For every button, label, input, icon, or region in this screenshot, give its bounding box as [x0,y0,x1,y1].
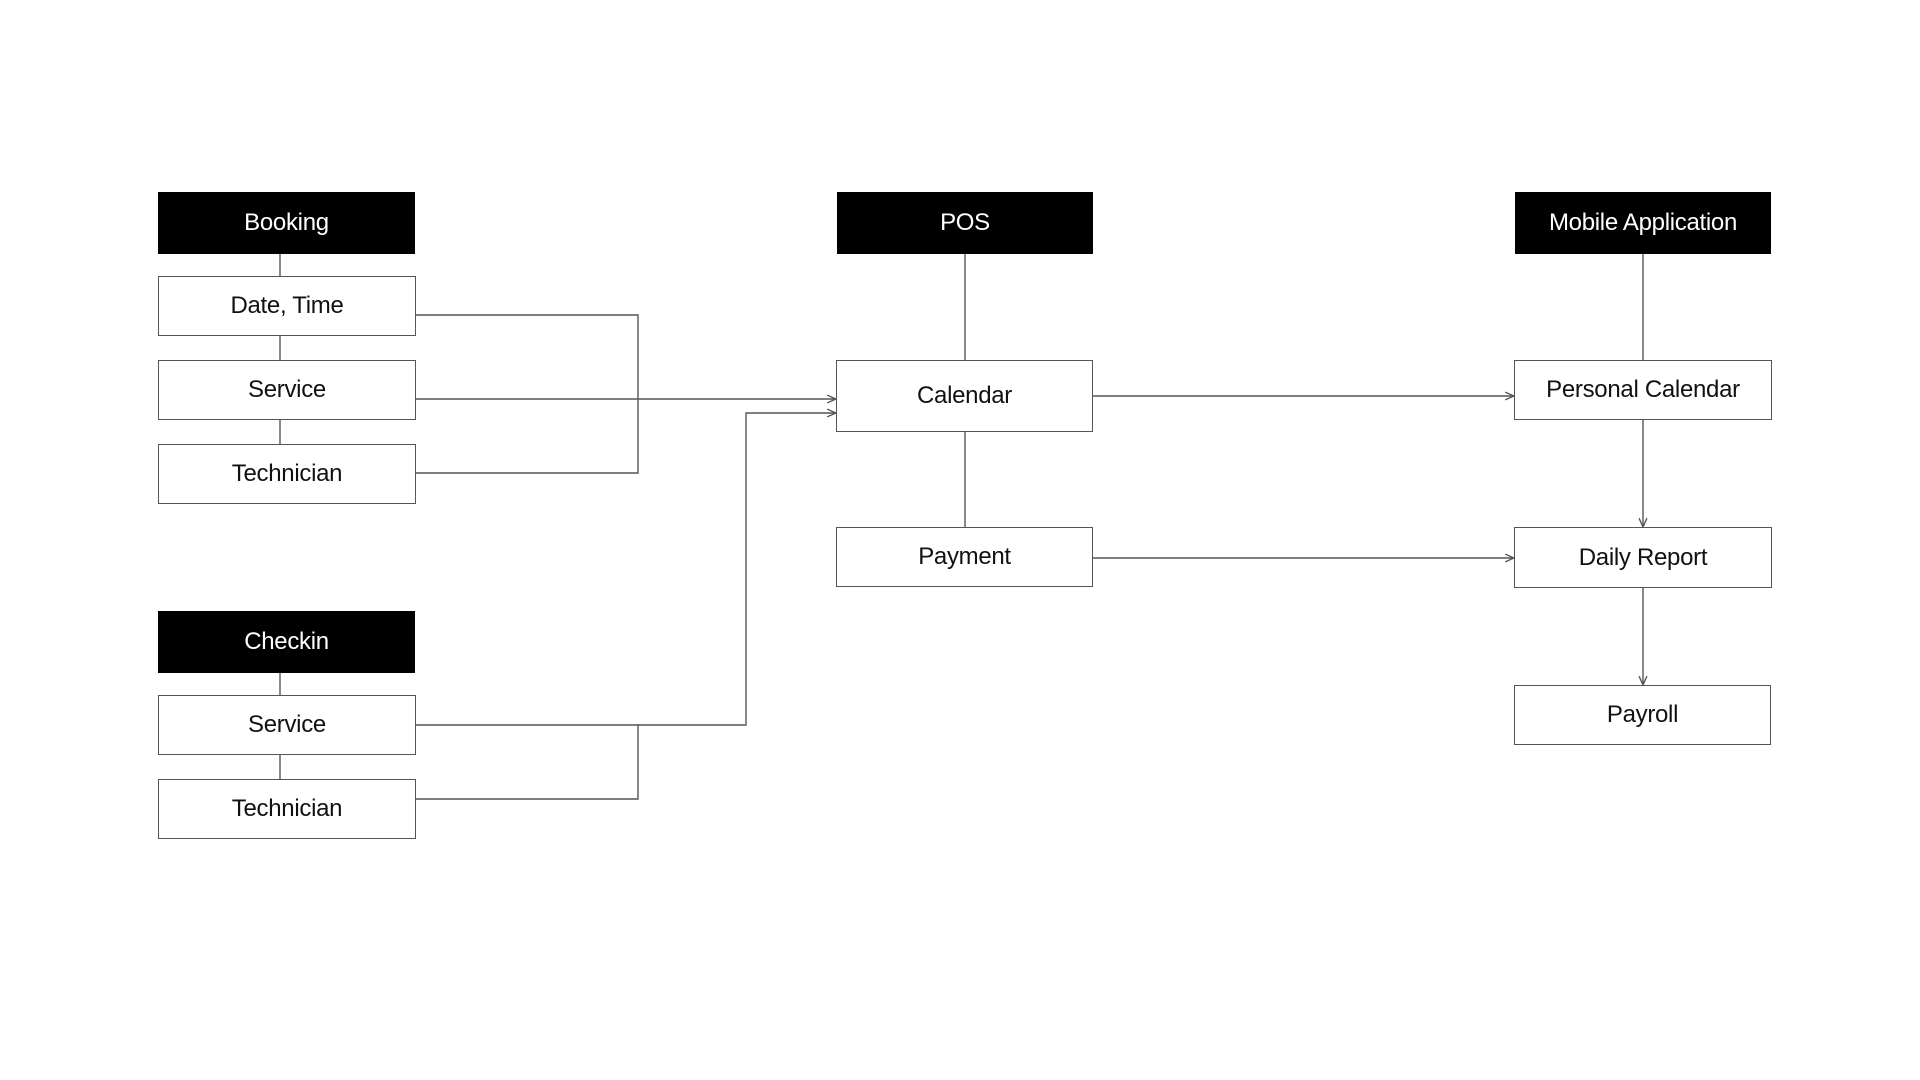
booking-date-time-box: Date, Time [158,276,416,336]
pos-header: POS [837,192,1093,254]
checkin-service-box: Service [158,695,416,755]
daily-report-box: Daily Report [1514,527,1772,588]
checkin-to-calendar-arrow [638,413,836,726]
personal-calendar-box: Personal Calendar [1514,360,1772,420]
payroll-box: Payroll [1514,685,1771,745]
pos-calendar-box: Calendar [836,360,1093,432]
mobile-application-header: Mobile Application [1515,192,1771,254]
pos-payment-box: Payment [836,527,1093,587]
checkin-header: Checkin [158,611,415,673]
checkin-technician-box: Technician [158,779,416,839]
booking-datetime-bracket [416,314,639,474]
booking-header: Booking [158,192,415,254]
checkin-bracket [416,724,639,800]
booking-service-box: Service [158,360,416,420]
booking-technician-box: Technician [158,444,416,504]
